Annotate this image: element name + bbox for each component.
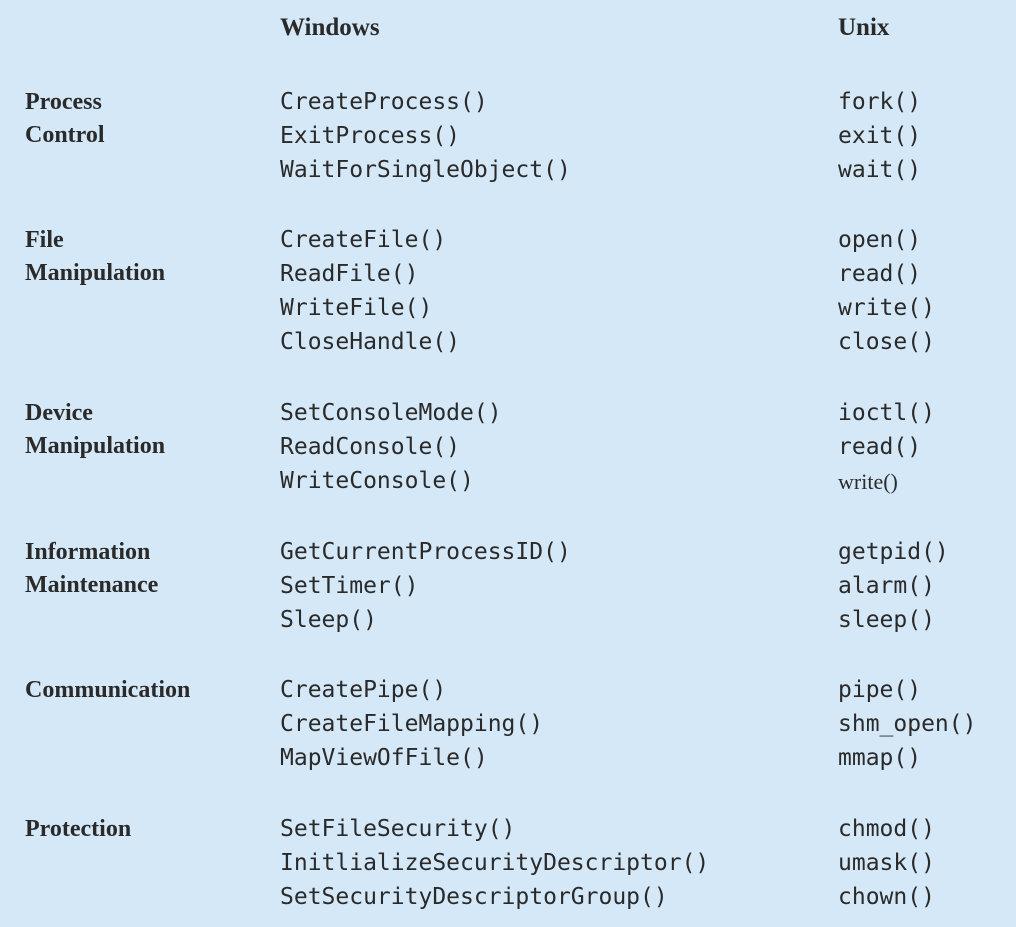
windows-call: SetSecurityDescriptorGroup() <box>280 884 668 910</box>
table-row: ReadFile() read() <box>0 258 1016 291</box>
category-label-line: Device <box>25 400 93 426</box>
category-label-line: Communication <box>25 677 191 703</box>
unix-call: write() <box>838 469 898 494</box>
category-label: Device Manipulation <box>25 397 265 463</box>
windows-call: SetTimer() <box>280 573 419 599</box>
unix-call: pipe() <box>838 677 922 703</box>
table-row: GetCurrentProcessID() getpid() <box>0 536 1016 569</box>
table-row: Sleep() sleep() <box>0 604 1016 637</box>
windows-call: CreateProcess() <box>280 89 488 115</box>
table-row: CreateFileMapping() shm_open() <box>0 708 1016 741</box>
unix-call: chown() <box>838 884 935 910</box>
windows-call: CreateFile() <box>280 227 447 253</box>
windows-call: ExitProcess() <box>280 123 461 149</box>
category-label: Communication <box>25 674 265 707</box>
category-label: Process Control <box>25 86 265 152</box>
windows-call: InitlializeSecurityDescriptor() <box>280 850 710 876</box>
table-row: SetTimer() alarm() <box>0 570 1016 603</box>
unix-call: read() <box>838 434 922 460</box>
windows-call: WriteFile() <box>280 295 433 321</box>
windows-column-header: Windows <box>280 14 380 41</box>
category-label-line: Maintenance <box>25 572 159 598</box>
unix-call: open() <box>838 227 922 253</box>
unix-call: getpid() <box>838 539 949 565</box>
category-label: File Manipulation <box>25 224 265 290</box>
windows-call: WriteConsole() <box>280 468 474 494</box>
table-row: CreateProcess() fork() <box>0 86 1016 119</box>
windows-call: ReadConsole() <box>280 434 461 460</box>
windows-call: ReadFile() <box>280 261 419 287</box>
unix-call: shm_open() <box>838 711 977 737</box>
windows-call: Sleep() <box>280 607 377 633</box>
category-label-line: File <box>25 227 64 253</box>
table-row: WriteConsole() write() <box>0 465 1016 498</box>
table-row: CreateFile() open() <box>0 224 1016 257</box>
unix-column-header: Unix <box>838 14 890 41</box>
unix-call: mmap() <box>838 745 922 771</box>
table-row: SetConsoleMode() ioctl() <box>0 397 1016 430</box>
category-label-line: Control <box>25 122 105 148</box>
unix-call: chmod() <box>838 816 935 842</box>
table-row: CloseHandle() close() <box>0 326 1016 359</box>
table-row: SetFileSecurity() chmod() <box>0 813 1016 846</box>
windows-call: WaitForSingleObject() <box>280 157 571 183</box>
category-label: Protection <box>25 813 265 846</box>
category-label-line: Manipulation <box>25 260 166 286</box>
unix-call: ioctl() <box>838 400 935 426</box>
table-row: ReadConsole() read() <box>0 431 1016 464</box>
unix-call: close() <box>838 329 935 355</box>
unix-call: fork() <box>838 89 922 115</box>
windows-call: CreateFileMapping() <box>280 711 544 737</box>
table-row: CreatePipe() pipe() <box>0 674 1016 707</box>
windows-call: GetCurrentProcessID() <box>280 539 571 565</box>
unix-call: read() <box>838 261 922 287</box>
category-label-line: Manipulation <box>25 433 166 459</box>
windows-call: SetConsoleMode() <box>280 400 502 426</box>
category-label: Information Maintenance <box>25 536 265 602</box>
windows-call: SetFileSecurity() <box>280 816 516 842</box>
table-row: InitlializeSecurityDescriptor() umask() <box>0 847 1016 880</box>
windows-call: CreatePipe() <box>280 677 447 703</box>
windows-call: MapViewOfFile() <box>280 745 488 771</box>
category-label-line: Information <box>25 539 151 565</box>
table-row: ExitProcess() exit() <box>0 120 1016 153</box>
table-row: SetSecurityDescriptorGroup() chown() <box>0 881 1016 914</box>
unix-call: alarm() <box>838 573 935 599</box>
unix-call: exit() <box>838 123 922 149</box>
category-label-line: Protection <box>25 816 132 842</box>
unix-call: umask() <box>838 850 935 876</box>
table-row: MapViewOfFile() mmap() <box>0 742 1016 775</box>
table-row: WriteFile() write() <box>0 292 1016 325</box>
table-row: WaitForSingleObject() wait() <box>0 154 1016 187</box>
unix-call: sleep() <box>838 607 935 633</box>
windows-call: CloseHandle() <box>280 329 461 355</box>
unix-call: write() <box>838 295 935 321</box>
category-label-line: Process <box>25 89 102 115</box>
unix-call: wait() <box>838 157 922 183</box>
